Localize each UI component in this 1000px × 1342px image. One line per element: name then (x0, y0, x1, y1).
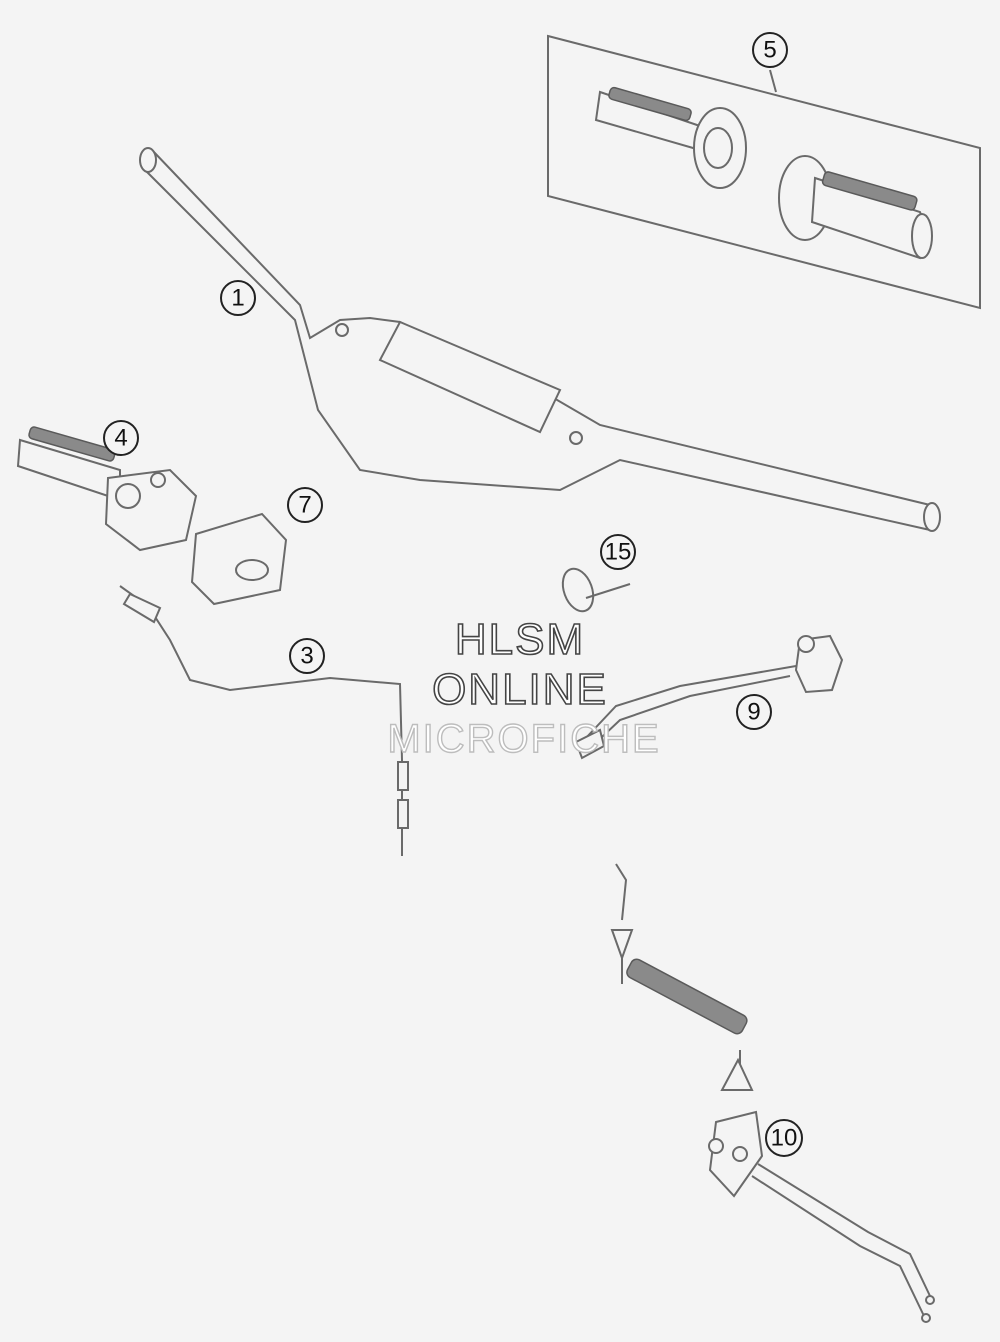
throttle-cable[interactable] (119, 585, 409, 856)
coiled-cord (626, 958, 748, 1035)
grip-set-panel (547, 34, 981, 310)
callout-1: 1 (220, 280, 256, 316)
handlebar[interactable] (139, 147, 941, 532)
handlebar-pad (378, 320, 562, 434)
callout-4: 4 (103, 420, 139, 456)
clamp-bolt-right (569, 431, 583, 445)
callout-4-label: 4 (114, 425, 127, 452)
watermark: HLSM ONLINE MICROFICHE (387, 614, 660, 762)
callout-15-label: 15 (605, 539, 632, 566)
callout-10: 10 (765, 1119, 803, 1157)
watermark-line-2: ONLINE (432, 665, 608, 714)
kill-switch[interactable] (574, 634, 844, 760)
clamp-bolt-left (335, 323, 349, 337)
callout-5: 5 (752, 32, 788, 68)
callout-9: 9 (736, 694, 772, 730)
watermark-line-3: MICROFICHE (387, 717, 660, 761)
throttle-cover[interactable] (190, 512, 288, 606)
grip-set-frame (547, 34, 981, 310)
callout-15: 15 (600, 534, 636, 570)
callout-5-label: 5 (763, 37, 776, 64)
cable-tie[interactable] (557, 565, 631, 616)
callout-9-label: 9 (747, 699, 760, 726)
lanyard-switch[interactable] (610, 863, 935, 1323)
callout-10-label: 10 (771, 1125, 798, 1152)
callout-1-label: 1 (231, 285, 244, 312)
throttle-grip-assembly[interactable] (16, 426, 198, 552)
watermark-line-1: HLSM (455, 615, 585, 664)
callout-3-label: 3 (300, 643, 313, 670)
right-grip[interactable] (778, 155, 933, 260)
left-grip[interactable] (594, 86, 747, 189)
callout-3: 3 (289, 638, 325, 674)
callout-7: 7 (287, 487, 323, 523)
callout-7-label: 7 (298, 492, 311, 519)
